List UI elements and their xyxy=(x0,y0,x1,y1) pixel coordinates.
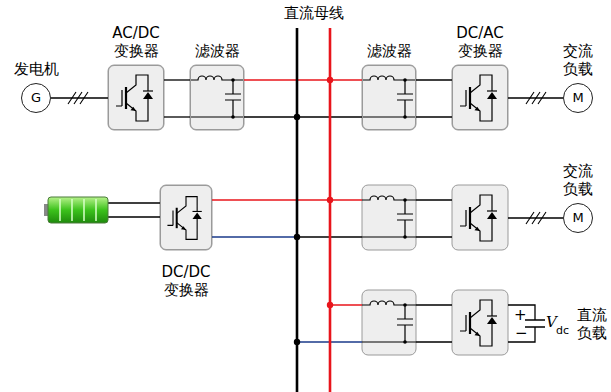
component-label: 滤波器 xyxy=(367,42,412,60)
converter-box: DC/AC 变换器 xyxy=(452,65,508,130)
wire-connector xyxy=(51,97,108,98)
converter-box: AC/DC 变换器 xyxy=(108,65,164,130)
generator-circle: 发电机G xyxy=(21,83,51,113)
component-label: 交流 负载 xyxy=(560,162,596,198)
polarity-mark: + xyxy=(514,306,527,324)
component-label: AC/DC 变换器 xyxy=(106,24,166,60)
filter-boxes xyxy=(190,65,416,355)
component-label: 发电机 xyxy=(14,60,59,78)
symbol-letter: M xyxy=(564,84,592,112)
motor-circle: 交流 负载M xyxy=(563,203,593,233)
voltage-symbol: V xyxy=(546,313,557,331)
polarity-mark: − xyxy=(515,324,528,342)
wire-connector xyxy=(416,79,452,80)
black-wires xyxy=(108,117,563,342)
component-label: DC/DC 变换器 xyxy=(156,263,216,299)
symbol-letter: G xyxy=(22,84,50,112)
junction-dots xyxy=(294,77,333,345)
filter-box: 滤波器 xyxy=(190,65,244,130)
filter-symbols xyxy=(190,76,416,344)
bus-label: 直流母线 xyxy=(284,4,344,22)
voltage-subscript: dc xyxy=(556,322,569,340)
converter-boxes xyxy=(108,65,508,355)
three-phase-marks xyxy=(68,92,546,224)
component-label: DC/AC 变换器 xyxy=(450,24,510,60)
symbol-letter: M xyxy=(564,204,592,232)
switch-symbols xyxy=(116,75,497,346)
filter-box: 滤波器 xyxy=(362,65,416,130)
wire-connector xyxy=(164,79,190,80)
blue-wires xyxy=(212,237,362,342)
wire-connector xyxy=(508,97,563,98)
load-label: 直流 负载 xyxy=(577,306,608,342)
battery-symbol xyxy=(44,197,108,223)
component-label: 滤波器 xyxy=(195,42,240,60)
red-wires xyxy=(212,80,362,305)
motor-circle: 交流 负载M xyxy=(563,83,593,113)
component-label: 交流 负载 xyxy=(560,42,596,78)
converter-box: DC/DC 变换器 xyxy=(160,185,212,250)
dc-bus-negative xyxy=(296,28,299,392)
